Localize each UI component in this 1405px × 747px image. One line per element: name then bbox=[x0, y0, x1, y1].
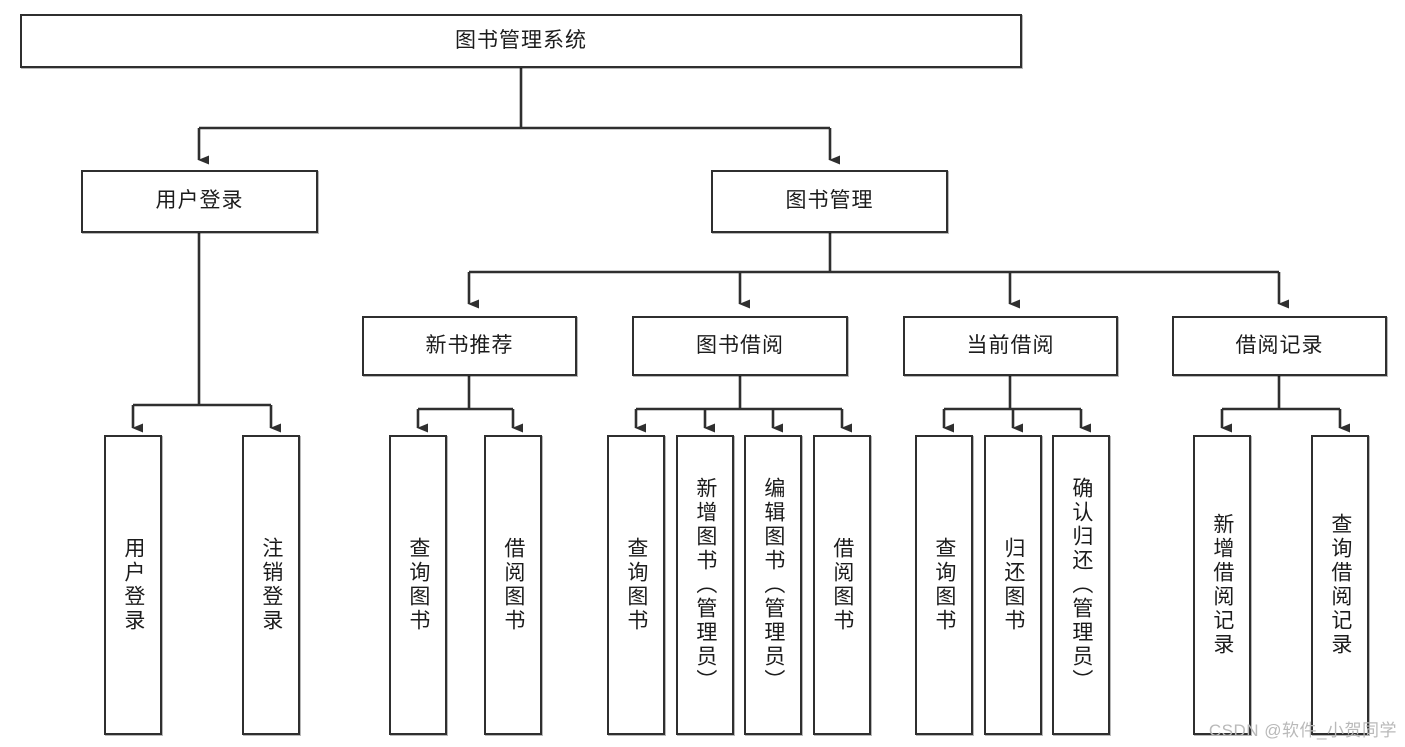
leaf-query-book-1[interactable]: 查询图书 bbox=[389, 435, 447, 735]
leaf-return-book[interactable]: 归还图书 bbox=[984, 435, 1042, 735]
leaf-query-book-2[interactable]: 查询图书 bbox=[607, 435, 665, 735]
leaf-confirm-return-label: 确认归还（管理员） bbox=[1069, 477, 1093, 693]
node-new-book-rec[interactable]: 新书推荐 bbox=[362, 316, 577, 376]
leaf-add-record[interactable]: 新增借阅记录 bbox=[1193, 435, 1251, 735]
leaf-confirm-return[interactable]: 确认归还（管理员） bbox=[1052, 435, 1110, 735]
watermark-text: CSDN @软件_小贺同学 bbox=[1208, 721, 1397, 740]
node-root[interactable]: 图书管理系统 bbox=[20, 14, 1022, 68]
node-book-borrow[interactable]: 图书借阅 bbox=[632, 316, 848, 376]
node-book-borrow-label: 图书借阅 bbox=[696, 333, 784, 357]
node-borrow-record-label: 借阅记录 bbox=[1235, 333, 1324, 357]
leaf-borrow-book-2-label: 借阅图书 bbox=[830, 537, 854, 633]
leaf-add-book[interactable]: 新增图书（管理员） bbox=[676, 435, 734, 735]
leaf-query-book-1-label: 查询图书 bbox=[406, 537, 430, 633]
node-new-book-rec-label: 新书推荐 bbox=[425, 333, 514, 357]
leaf-query-book-3-label: 查询图书 bbox=[932, 537, 956, 633]
node-book-manage[interactable]: 图书管理 bbox=[711, 170, 948, 233]
leaf-edit-book-label: 编辑图书（管理员） bbox=[761, 477, 785, 693]
leaf-user-login-label: 用户登录 bbox=[121, 537, 145, 633]
leaf-borrow-book-1-label: 借阅图书 bbox=[501, 537, 525, 633]
leaf-user-login[interactable]: 用户登录 bbox=[104, 435, 162, 735]
node-borrow-record[interactable]: 借阅记录 bbox=[1172, 316, 1387, 376]
leaf-add-record-label: 新增借阅记录 bbox=[1210, 513, 1234, 657]
leaf-query-book-3[interactable]: 查询图书 bbox=[915, 435, 973, 735]
leaf-logout[interactable]: 注销登录 bbox=[242, 435, 300, 735]
node-user-login[interactable]: 用户登录 bbox=[81, 170, 318, 233]
node-user-login-label: 用户登录 bbox=[155, 189, 244, 213]
leaf-return-book-label: 归还图书 bbox=[1001, 537, 1025, 633]
leaf-query-record[interactable]: 查询借阅记录 bbox=[1311, 435, 1369, 735]
node-current-borrow[interactable]: 当前借阅 bbox=[903, 316, 1118, 376]
node-root-label: 图书管理系统 bbox=[455, 28, 587, 52]
leaf-borrow-book-2[interactable]: 借阅图书 bbox=[813, 435, 871, 735]
leaf-add-book-label: 新增图书（管理员） bbox=[693, 477, 717, 693]
node-book-manage-label: 图书管理 bbox=[785, 189, 874, 213]
leaf-query-book-2-label: 查询图书 bbox=[624, 537, 648, 633]
leaf-logout-label: 注销登录 bbox=[259, 537, 283, 633]
leaf-borrow-book-1[interactable]: 借阅图书 bbox=[484, 435, 542, 735]
leaf-query-record-label: 查询借阅记录 bbox=[1328, 513, 1352, 657]
node-current-borrow-label: 当前借阅 bbox=[966, 333, 1055, 357]
leaf-edit-book[interactable]: 编辑图书（管理员） bbox=[744, 435, 802, 735]
